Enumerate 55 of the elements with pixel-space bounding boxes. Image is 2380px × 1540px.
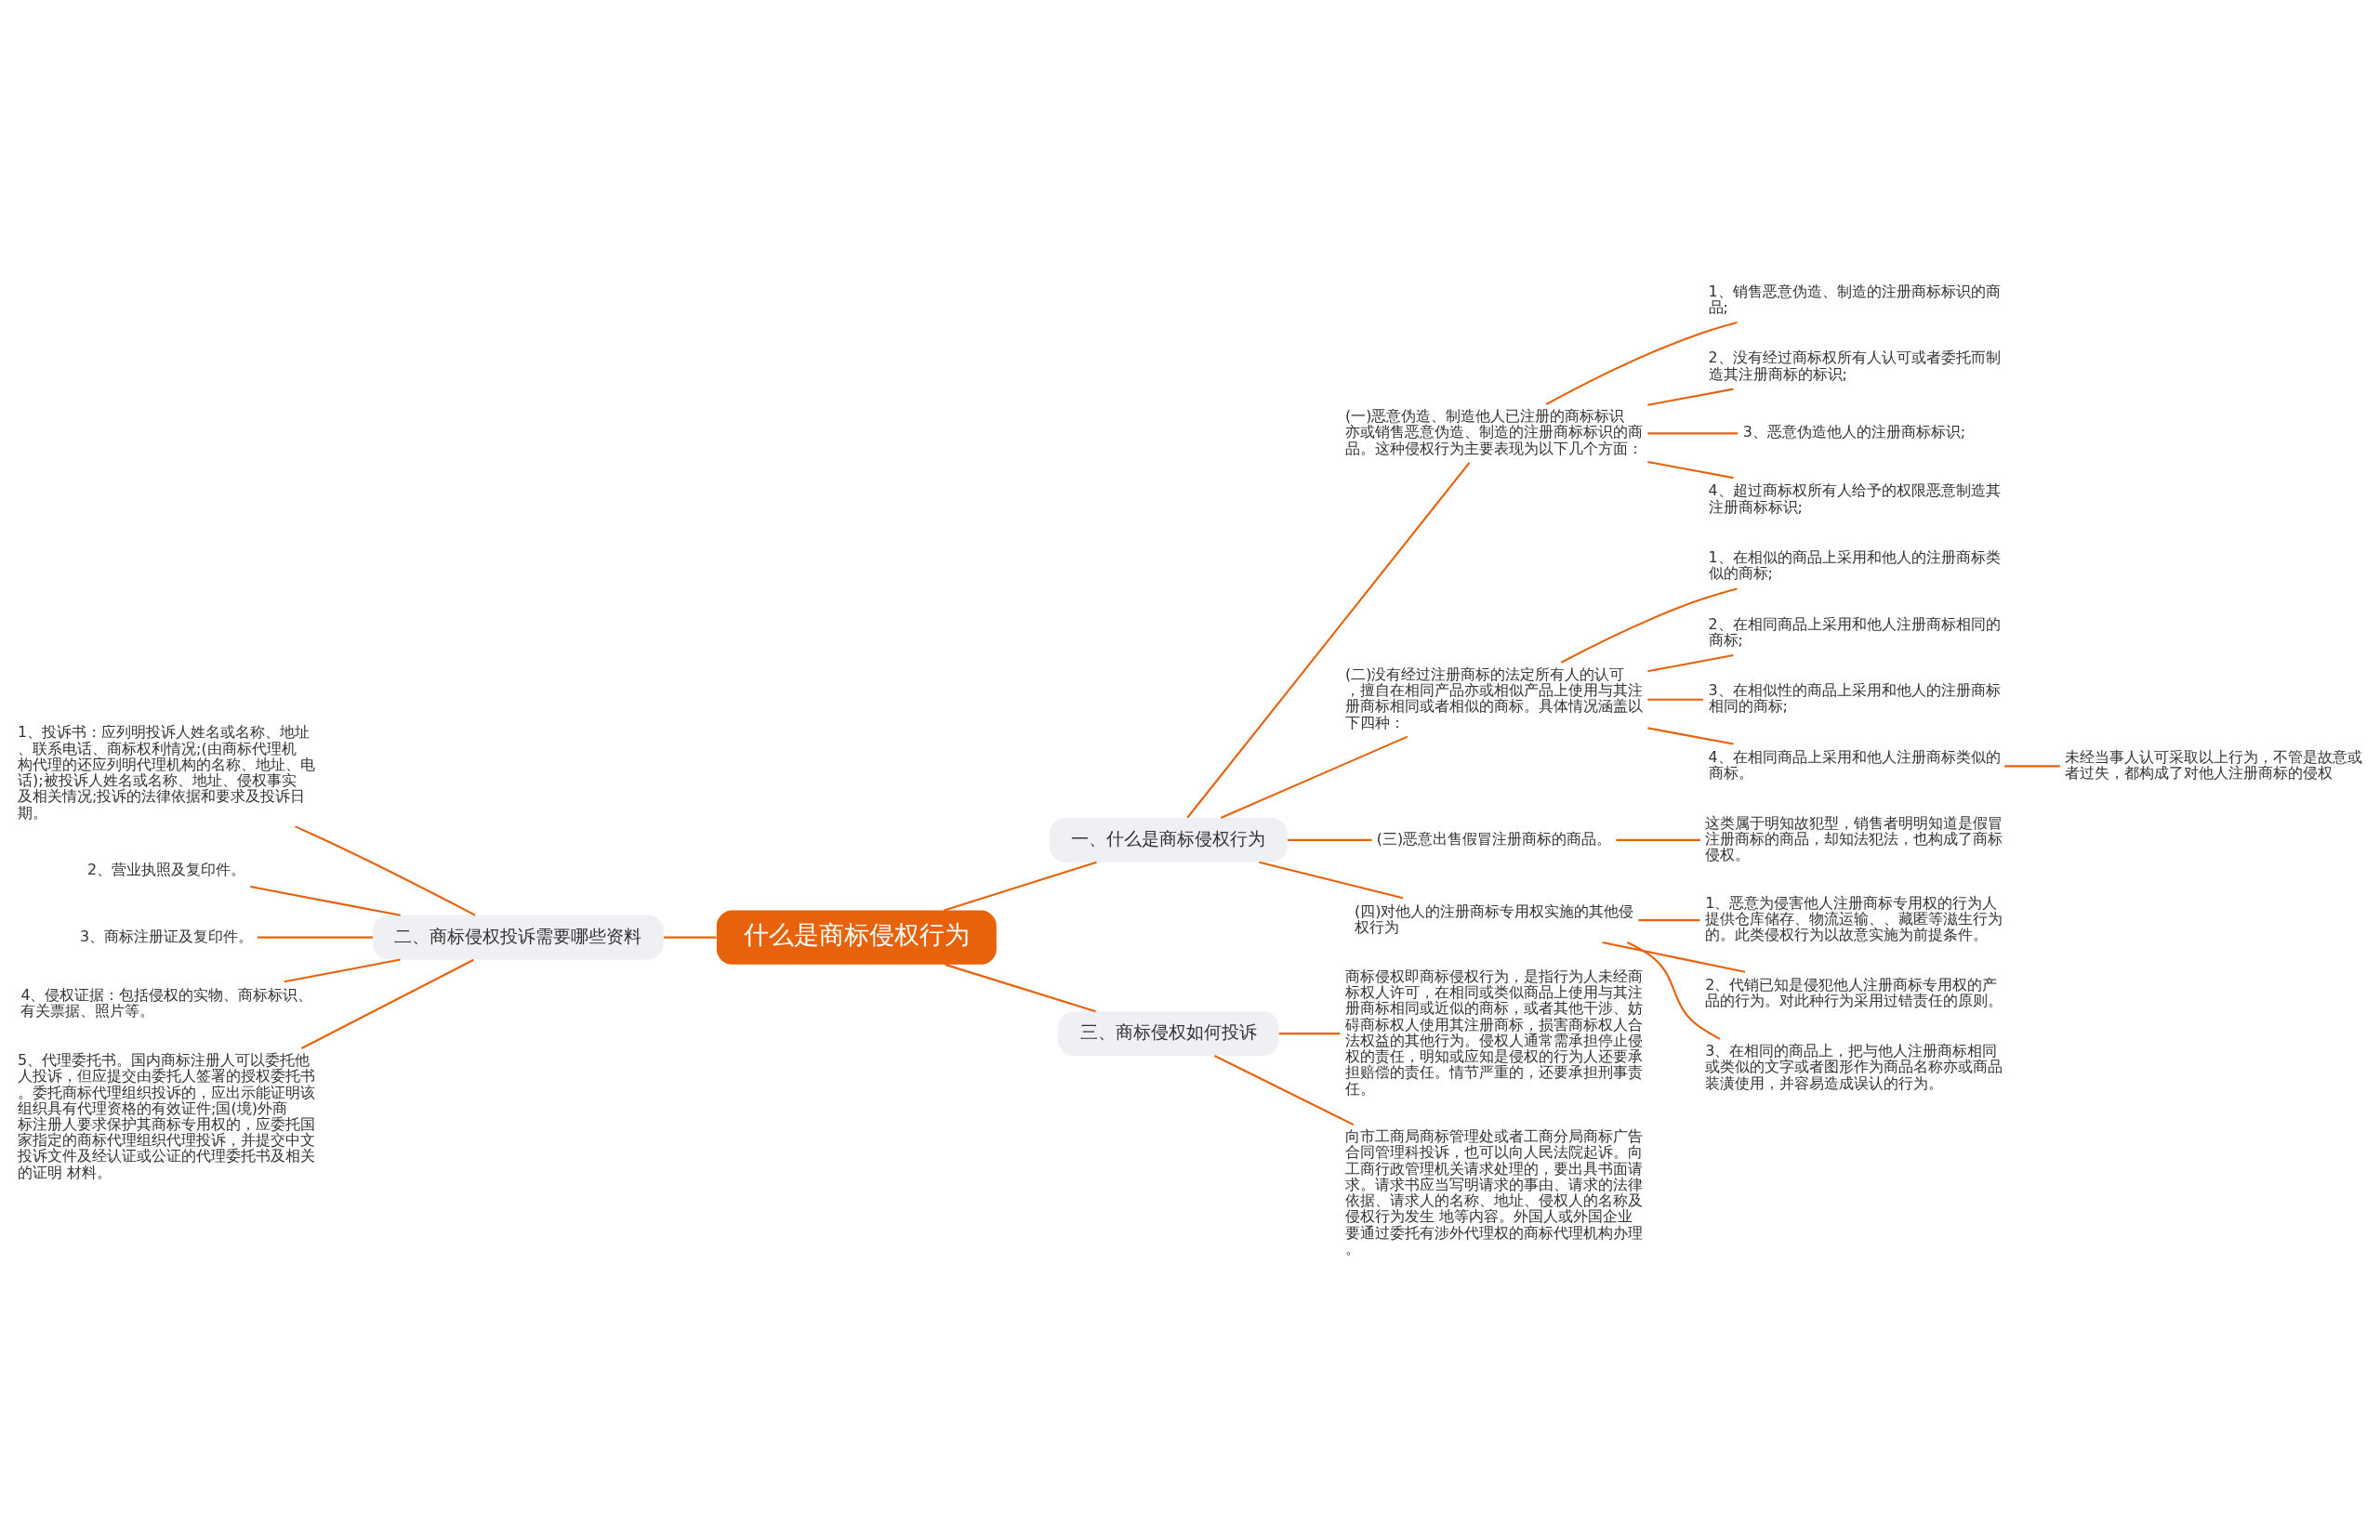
node-text: 1、在相似的商品上采用和他人的注册商标类似的商标; xyxy=(1708,547,2001,582)
connector xyxy=(284,958,401,982)
node-text: 1、恶意为侵害他人注册商标专用权的行为人提供仓库储存、物流运输、、藏匿等滋生行为的。此类侵权行为以故意实施为前提条件。 xyxy=(1705,893,2003,943)
connector xyxy=(1220,735,1408,819)
node-text: 1、投诉书：应列明投诉人姓名或名称、地址、联系电话、商标权利情况;(由商标代理机构代理的还应列明代理机构的名称、地址、电话);被投诉人姓名或名称、地址、侵权事实及相关情况;投诉的法律依据和要求及投诉日期。 xyxy=(18,722,316,822)
node-text: (一)恶意伪造、制造他人已注册的商标标识亦或销售恶意伪造、制造的注册商标标识的商品。这种侵权行为主要表现为以下几个方面： xyxy=(1345,406,1644,457)
node-text: 2、营业执照及复印件。 xyxy=(86,860,246,878)
node-text: 3、恶意伪造他人的注册商标标识; xyxy=(1742,422,1966,441)
node-text: 3、商标注册证及复印件。 xyxy=(80,927,254,945)
node-text: 4、侵权证据：包括侵权的实物、商标标识、有关票据、照片等。 xyxy=(20,985,313,1020)
connector xyxy=(1560,586,1738,664)
connector xyxy=(250,885,401,916)
node-text: 商标侵权即商标侵权行为，是指行为人未经商标权人许可，在相同或类似商品上使用与其注册商标相同或近似的商标，或者其他干涉、妨碍商标权人使用其注册商标，损害商标权人合法权益的其他行为。侵权人通常需承担停止侵权的责任，明知或应知是侵权的行为人还要承担赔偿的责任。情节严重的，还要承担刑事责任。 xyxy=(1345,967,1644,1098)
node-text: 4、超过商标权所有人给予的权限恶意制造其注册商标标识; xyxy=(1708,480,2001,516)
connector xyxy=(1647,388,1734,406)
node-text: (三)恶意出售假冒注册商标的商品。 xyxy=(1376,829,1612,848)
connector xyxy=(1647,653,1734,672)
node-text: (四)对他人的注册商标专用权实施的其他侵权行为 xyxy=(1355,902,1634,936)
connector xyxy=(1647,726,1734,745)
connector xyxy=(300,958,474,1049)
node-text: 2、没有经过商标权所有人认可或者委托而制造其注册商标的标识; xyxy=(1708,348,2001,382)
node-text: 3、在相同的商品上，把与他人注册商标相同或类似的文字或者图形作为商品名称亦或商品装潢使用，并容易造成误认的行为。 xyxy=(1705,1041,2003,1092)
node-text: 5、代理委托书。国内商标注册人可以委托他人投诉，但应提交由委托人签署的授权委托书。委托商标代理组织投诉的，应出示能证明该组织具有代理资格的有效证件;国(境)外商标注册人要求保护其商标专用权的，应委托国家指定的商标代理组织代理投诉，并提交中文投诉文件及经认证或公证的代理委托书及相关的证明 材料。 xyxy=(18,1050,316,1181)
node-box: 三、商标侵权如何投诉 xyxy=(1058,1010,1279,1056)
connector xyxy=(664,936,717,939)
node-box: 二、商标侵权投诉需要哪些资料 xyxy=(372,915,664,960)
connector xyxy=(1647,460,1734,479)
connector xyxy=(1259,861,1404,899)
connector xyxy=(944,861,1097,911)
connector xyxy=(295,824,476,916)
node-text: (二)没有经过注册商标的法定所有人的认可，擅自在相同产品亦或相似产品上使用与其注册商标相同或者相似的商标。具体情况涵盖以下四种： xyxy=(1345,665,1644,731)
node-box: 一、什么是商标侵权行为 xyxy=(1049,817,1288,862)
node-text: 未经当事人认可采取以上行为，不管是故意或者过失，都构成了对他人注册商标的侵权 xyxy=(2065,747,2363,782)
node-text: 2、在相同商品上采用和他人注册商标相同的商标; xyxy=(1708,614,2001,649)
connector xyxy=(257,936,373,939)
connector xyxy=(1288,838,1372,841)
connector xyxy=(945,963,1096,1012)
node-text: 2、代销已知是侵犯他人注册商标专用权的产品的行为。对此种行为采用过错责任的原则。 xyxy=(1705,975,2003,1009)
connector xyxy=(2004,764,2060,767)
node-text: 这类属于明知故犯型，销售者明明知道是假冒注册商标的商品，却知法犯法，也构成了商标侵权。 xyxy=(1705,813,2003,863)
node-text: 向市工商局商标管理处或者工商分局商标广告合同管理科投诉，也可以向人民法院起诉。向工商行政管理机关请求处理的，要出具书面请求。请求书应当写明请求的事由、请求的法律依据、请求人的名称、地址、侵权人的名称及侵权行为发生 地等内容。外国人或外国企业要通过委托有涉外代理权的商标代理机构办理。 xyxy=(1345,1126,1644,1257)
connector xyxy=(1626,941,1721,1040)
connector xyxy=(1602,941,1746,973)
node-text: 4、在相同商品上采用和他人注册商标类似的商标。 xyxy=(1708,747,2001,782)
node-text: 3、在相似性的商品上采用和他人的注册商标相同的商标; xyxy=(1708,680,2001,715)
connector xyxy=(1186,461,1471,818)
connector xyxy=(1278,1032,1341,1034)
connector xyxy=(1213,1054,1355,1125)
node-text: 1、销售恶意伪造、制造的注册商标标识的商品; xyxy=(1708,282,2001,316)
connector xyxy=(1647,431,1739,434)
connector xyxy=(1616,838,1700,841)
connector xyxy=(1545,321,1738,405)
connector xyxy=(1647,698,1704,701)
node-box: 什么是商标侵权行为 xyxy=(716,910,997,965)
connector xyxy=(1638,918,1700,921)
